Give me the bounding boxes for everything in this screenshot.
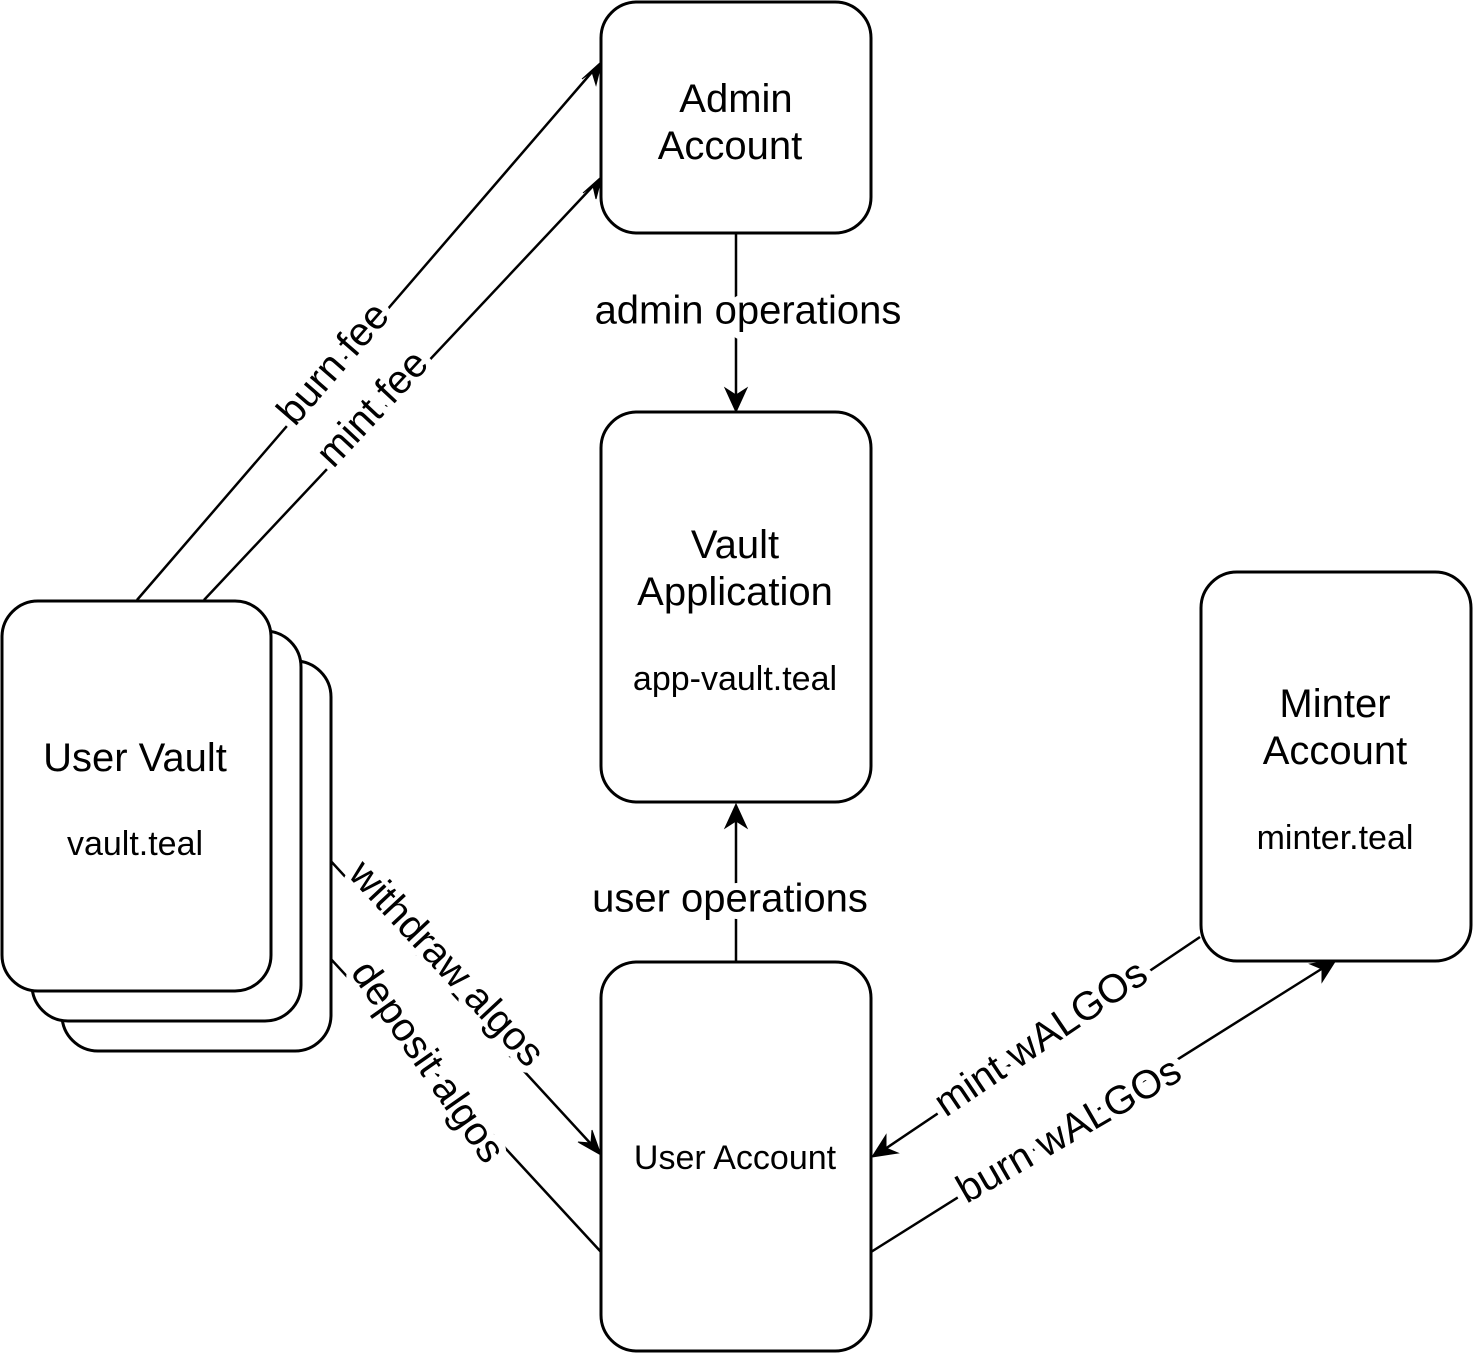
edge-burn-fee: burn fee burn fee	[136, 59, 603, 601]
minter-account-title-line1: Minter	[1279, 682, 1390, 726]
arrow-head	[723, 802, 749, 830]
node-user-vault: User Vault vault.teal	[0, 599, 333, 1053]
edge-label-admin-operations: admin operations	[595, 289, 902, 333]
user-vault-box	[0, 599, 273, 993]
admin-account-title-line1: Admin	[679, 77, 792, 121]
user-vault-file: vault.teal	[67, 825, 203, 863]
user-account-title: User Account	[634, 1139, 837, 1177]
admin-account-box	[599, 0, 873, 235]
arrow-head	[870, 1133, 900, 1158]
admin-account-title-line2: Account	[658, 124, 803, 168]
vault-application-title-line1: Vault	[691, 523, 779, 567]
arrow-head	[1308, 959, 1338, 984]
edge-label-user-operations: user operations	[592, 877, 868, 921]
arrow-head	[577, 1129, 602, 1157]
vault-application-file: app-vault.teal	[633, 660, 837, 698]
arrow-head	[581, 59, 603, 87]
edge-user-operations: user operations user operations	[585, 802, 875, 962]
node-admin-account: Admin Account	[599, 0, 873, 235]
minter-account-box	[1199, 570, 1473, 963]
edge-mint-fee: mint fee mint fee	[203, 174, 603, 601]
node-vault-application: Vault Application app-vault.teal	[599, 410, 873, 804]
edge-admin-operations: admin operations admin operations	[588, 233, 908, 414]
user-account-box	[599, 960, 873, 1353]
vault-application-box	[599, 410, 873, 804]
node-minter-account: Minter Account minter.teal	[1199, 570, 1473, 963]
node-user-account: User Account	[599, 960, 873, 1353]
svg-text:admin operations: admin operations	[595, 289, 902, 333]
svg-text:user operations: user operations	[592, 877, 868, 921]
arrow-head	[723, 386, 749, 414]
arrow-head	[582, 174, 603, 200]
vault-application-title-line2: Application	[637, 570, 833, 614]
minter-account-file: minter.teal	[1257, 819, 1414, 857]
minter-account-title-line2: Account	[1263, 729, 1408, 773]
user-vault-title: User Vault	[43, 736, 227, 780]
